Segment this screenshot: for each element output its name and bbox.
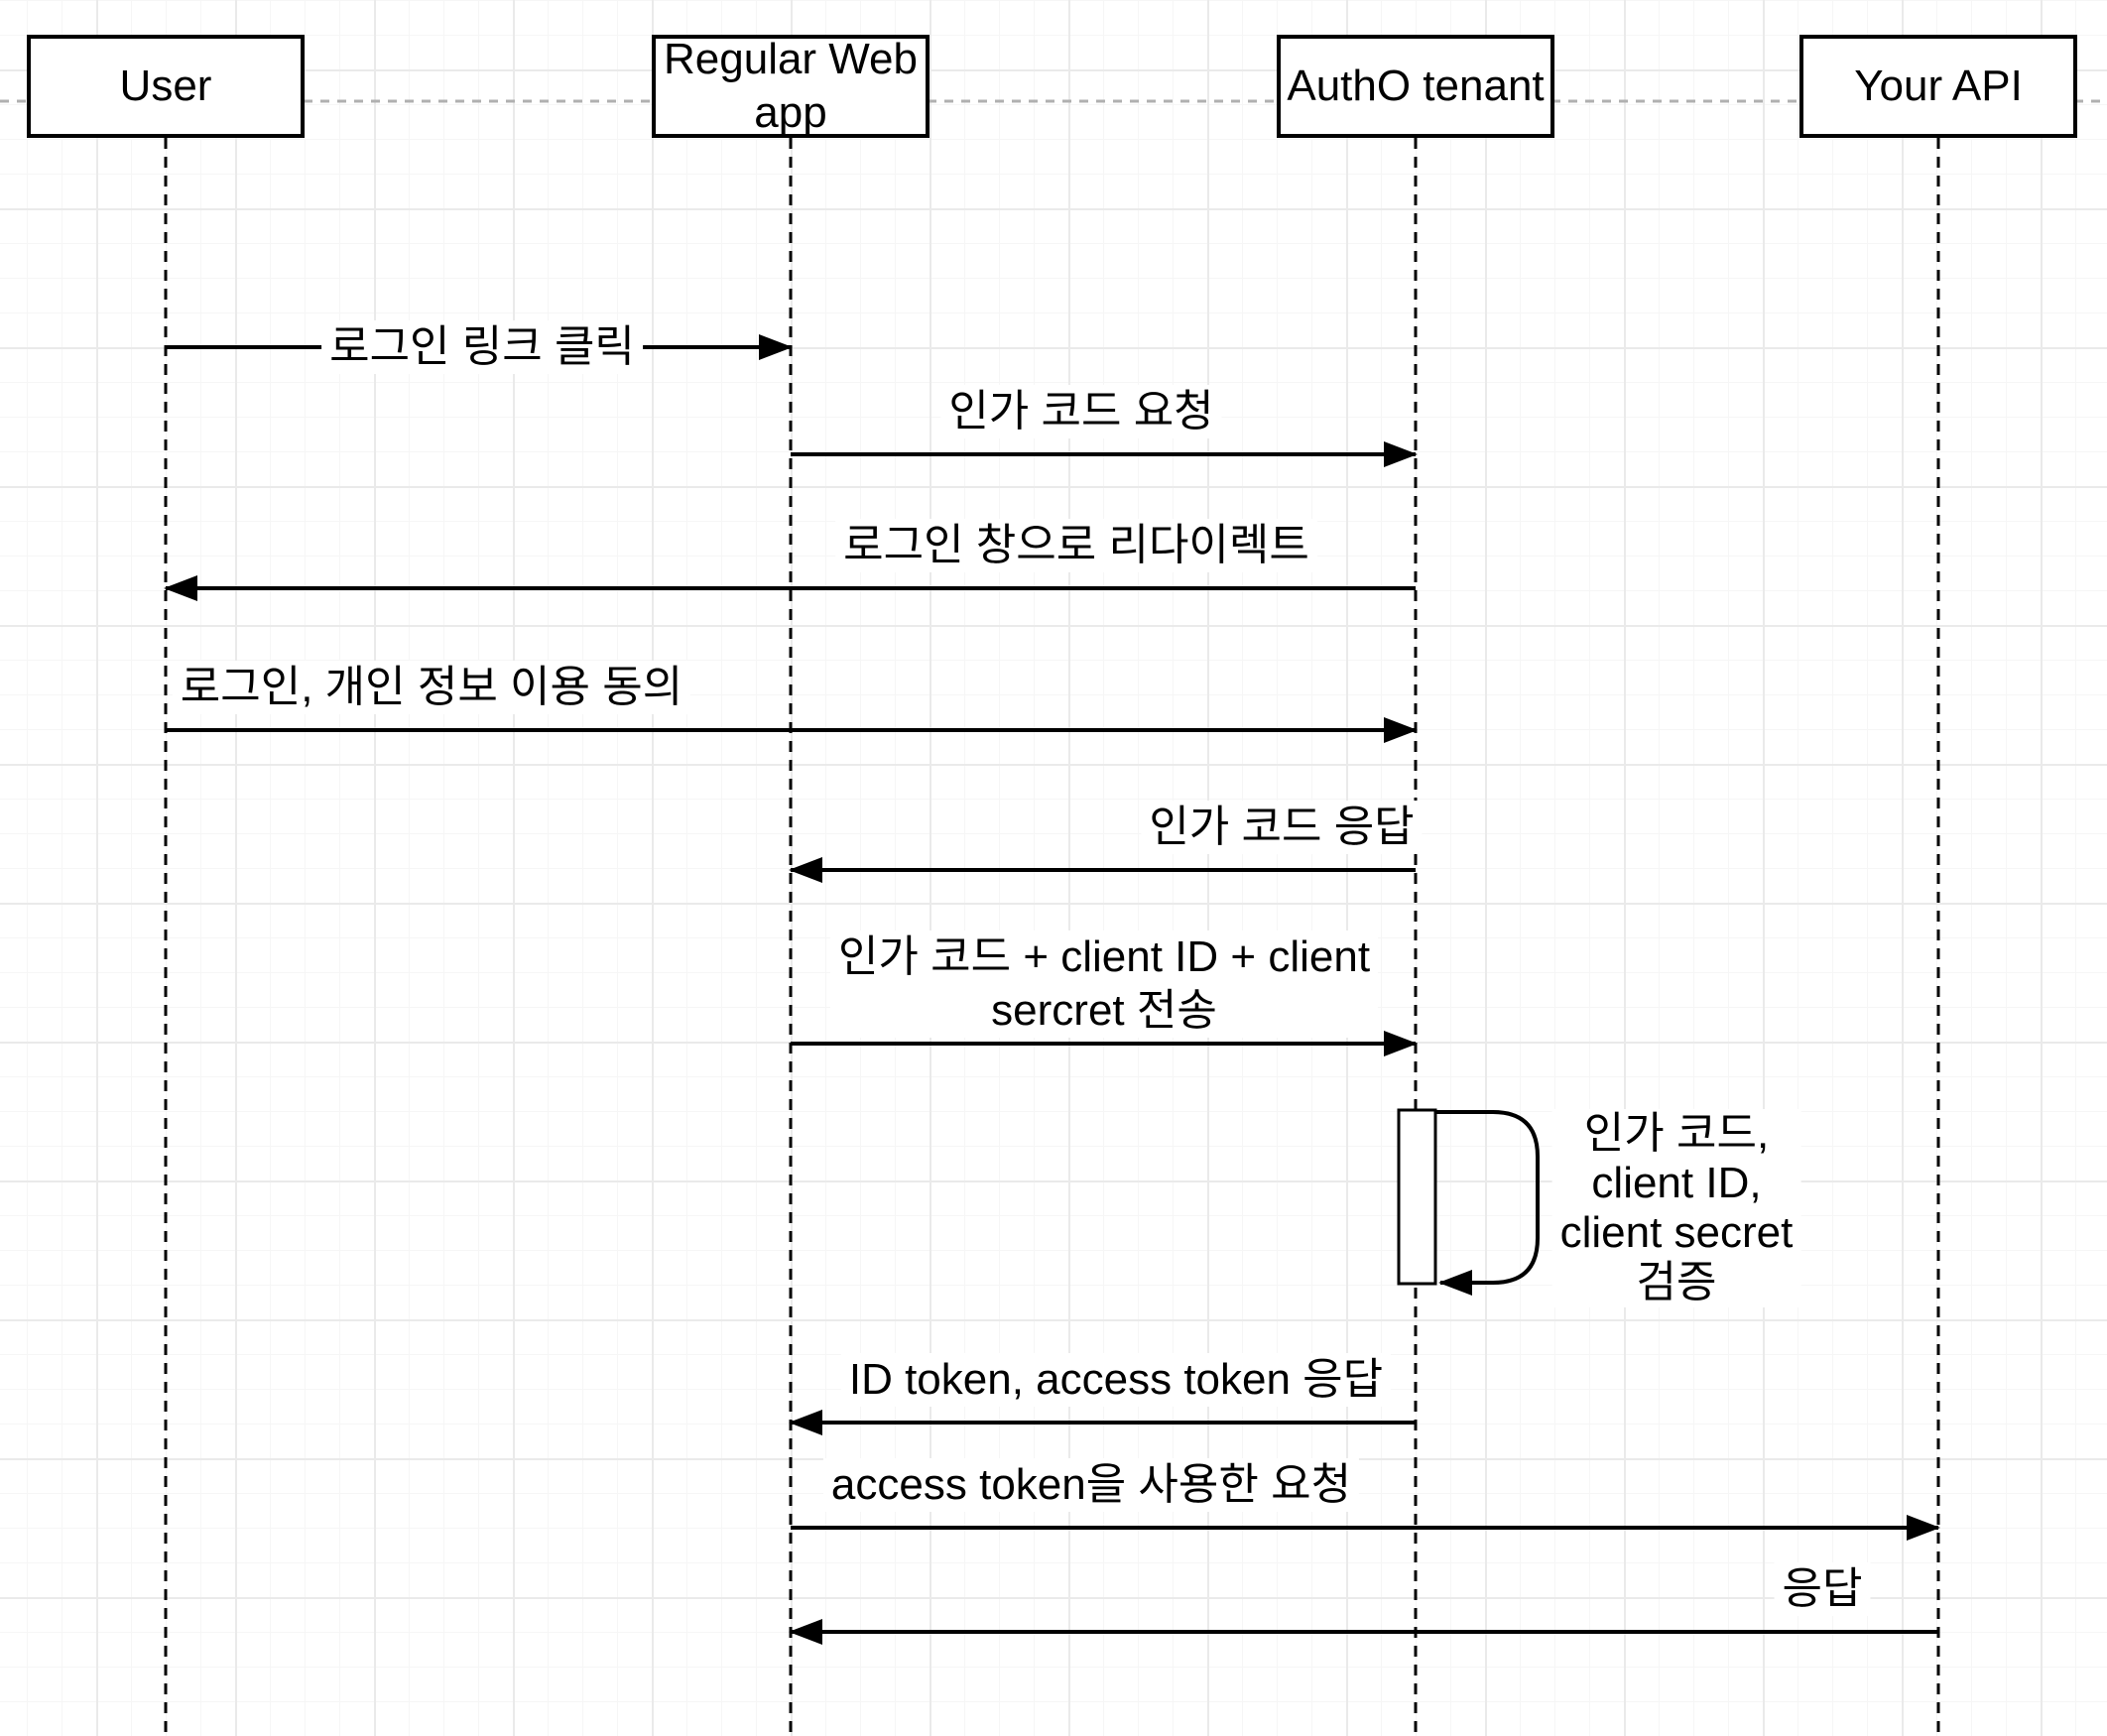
message-label-7-self[interactable]: 인가 코드, client ID, client secret 검증: [1551, 1109, 1801, 1307]
activation-bar-auth0[interactable]: [1397, 1108, 1437, 1286]
actor-box-user[interactable]: User: [27, 35, 305, 138]
self-message-arrow[interactable]: [1435, 1110, 1540, 1296]
message-label-8[interactable]: ID token, access token 응답: [840, 1353, 1392, 1407]
message-label-9[interactable]: access token을 사용한 요청: [822, 1458, 1360, 1512]
message-label-4[interactable]: 로그인, 개인 정보 이용 동의: [172, 661, 691, 714]
message-label-2[interactable]: 인가 코드 요청: [940, 385, 1222, 438]
actor-box-your-api[interactable]: Your API: [1799, 35, 2077, 138]
message-label-6[interactable]: 인가 코드 + client ID + client sercret 전송: [829, 930, 1379, 1038]
message-label-1[interactable]: 로그인 링크 클릭: [321, 320, 643, 374]
message-label-10[interactable]: 응답: [1774, 1562, 1871, 1616]
message-label-5[interactable]: 인가 코드 응답: [1141, 801, 1423, 854]
actor-box-regular-web-app[interactable]: Regular Web app: [652, 35, 930, 138]
actor-box-auth0-tenant[interactable]: AuthO tenant: [1277, 35, 1554, 138]
message-label-3[interactable]: 로그인 창으로 리다이렉트: [835, 519, 1317, 572]
